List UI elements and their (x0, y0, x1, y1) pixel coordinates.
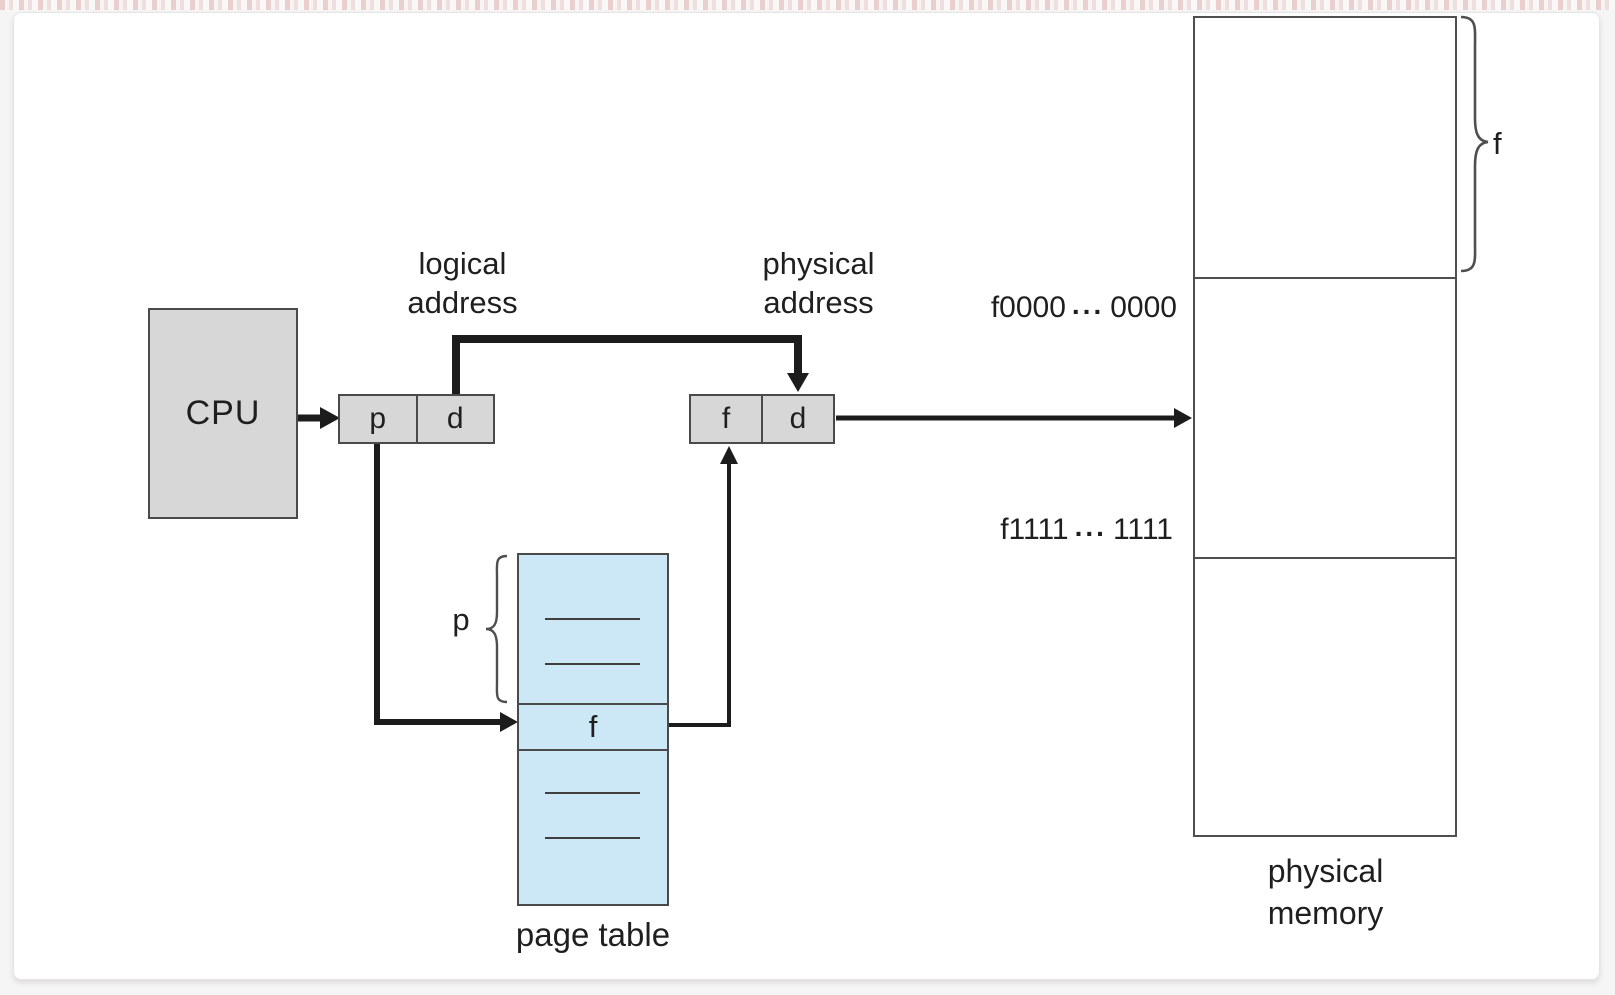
page-table-entry-line (545, 837, 640, 839)
memory-frame-label: f (1493, 126, 1502, 161)
frame-start-address-label: f0000...0000 (990, 289, 1177, 324)
physical-address-box: f d (689, 394, 835, 444)
physical-memory-box (1193, 16, 1457, 837)
logical-address-box: p d (338, 394, 495, 444)
page-table-caption: page table (515, 916, 671, 953)
logical-cell-d: d (415, 396, 494, 442)
cpu-label: CPU (185, 394, 261, 432)
memory-frame-divider (1195, 277, 1455, 279)
ellipsis: ... (1071, 289, 1105, 320)
logical-address-label: logical address (407, 246, 518, 320)
ellipsis: ... (1074, 511, 1107, 542)
top-texture-strip (0, 0, 1615, 10)
physical-cell-d: d (761, 396, 833, 442)
page-table-entry-line (545, 663, 640, 665)
physical-cell-f: f (721, 402, 731, 435)
physical-memory-caption: physical memory (1267, 853, 1384, 931)
page-table-entry-line (545, 618, 640, 620)
logical-cell-p: p (369, 402, 387, 435)
page-table-entry-line (545, 792, 640, 794)
page-table-box: f (517, 553, 669, 906)
memory-frame-divider (1195, 557, 1455, 559)
frame-end-address-label: f1111...1111 (1000, 511, 1173, 546)
physical-address-label: physical address (762, 246, 875, 320)
page-table-brace-label: p (452, 602, 470, 637)
cpu-box: CPU (148, 308, 298, 519)
page-table-entry-f: f (519, 703, 667, 751)
